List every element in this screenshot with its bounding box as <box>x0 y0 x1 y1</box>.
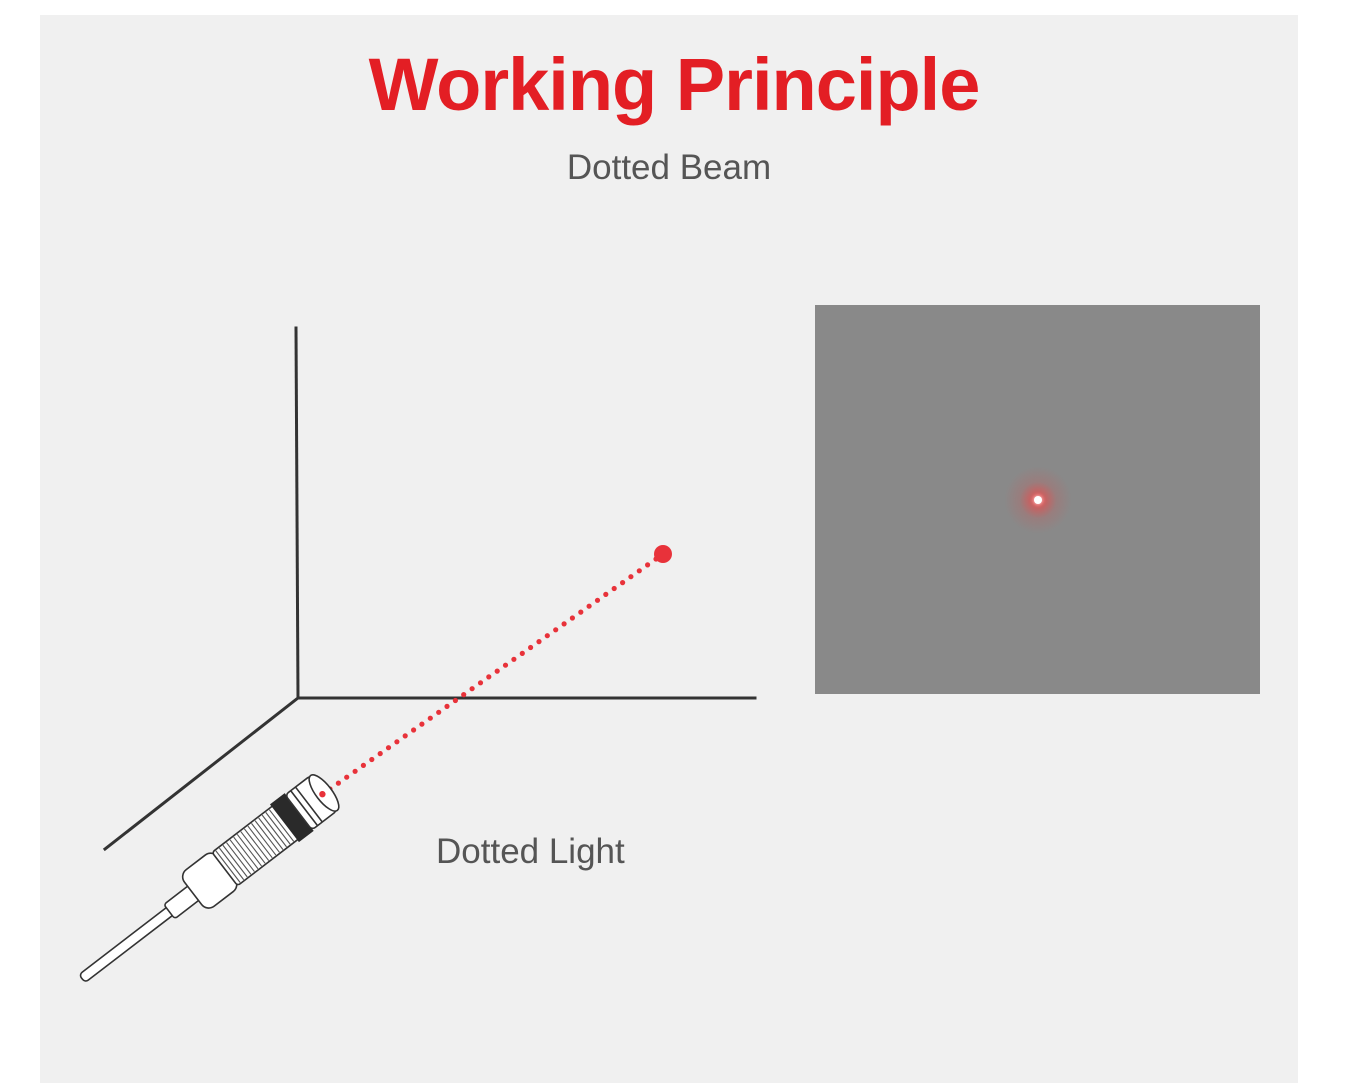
thread-line <box>240 831 266 864</box>
axes <box>102 326 757 852</box>
thread-line <box>236 833 263 867</box>
thread-line <box>218 847 245 881</box>
beam-dot <box>352 768 358 774</box>
beam-dot <box>477 680 484 686</box>
beam-dot <box>419 721 425 727</box>
beam-dot <box>611 585 617 592</box>
beam-dot <box>620 580 626 586</box>
thread-line <box>229 839 255 872</box>
dotted-light-caption: Dotted Light <box>436 832 625 871</box>
beam-dot <box>528 644 534 651</box>
vertical-axis <box>294 326 300 700</box>
thread-line <box>233 836 259 870</box>
beam-dot <box>586 603 592 609</box>
thread-line <box>247 825 273 859</box>
beam-dot <box>369 756 375 763</box>
beam-dot <box>628 574 634 580</box>
beam-dot <box>553 627 559 633</box>
beam-dot <box>636 568 642 574</box>
beam-dot <box>335 780 341 786</box>
beam-dot <box>411 727 417 733</box>
thread-line <box>251 823 277 856</box>
beam-dot <box>569 615 576 621</box>
laser-dot <box>654 545 672 563</box>
beam-dot <box>444 703 450 710</box>
beam-dot <box>452 697 458 704</box>
projection-screen <box>815 305 1260 694</box>
page-title: Working Principle <box>368 43 981 126</box>
beam-dot <box>360 762 366 769</box>
beam-dot <box>494 668 500 674</box>
beam-dot <box>594 597 601 603</box>
beam-dot <box>486 674 492 680</box>
beam-dot <box>511 656 517 662</box>
beam-dot <box>344 774 350 780</box>
thread-line <box>215 850 241 883</box>
thread-line <box>243 828 270 861</box>
beam-dot <box>544 633 550 639</box>
thread-line <box>254 820 280 853</box>
laser-module-icon <box>79 774 340 982</box>
beam-dot <box>394 739 400 745</box>
beam-dot <box>578 609 584 615</box>
beam-dot <box>519 650 525 657</box>
thread-line <box>268 809 295 842</box>
thread-line <box>222 844 248 878</box>
beam-dot <box>502 662 509 668</box>
laser-threads <box>215 809 295 883</box>
dotted-laser-beam <box>327 556 659 792</box>
depth-axis <box>102 695 301 852</box>
beam-dot <box>385 745 392 751</box>
beam-dot <box>645 562 651 568</box>
thread-line <box>265 812 291 845</box>
laser-spot-core <box>1034 496 1042 504</box>
beam-dot <box>469 686 475 692</box>
laser-aperture <box>319 790 326 798</box>
beam-dot <box>427 715 433 721</box>
beam-dot <box>603 591 609 598</box>
thread-line <box>261 814 287 848</box>
laser-head-line-2 <box>294 786 323 823</box>
page-subtitle: Dotted Beam <box>566 148 772 187</box>
beam-dot <box>461 692 467 698</box>
thread-line <box>226 842 252 875</box>
thread-line <box>258 817 284 850</box>
beam-dot <box>436 709 442 715</box>
beam-dot <box>377 751 383 757</box>
beam-dot <box>402 733 408 739</box>
beam-dot <box>536 639 542 645</box>
laser-head-line-1 <box>290 790 319 827</box>
beam-dot <box>561 621 567 627</box>
